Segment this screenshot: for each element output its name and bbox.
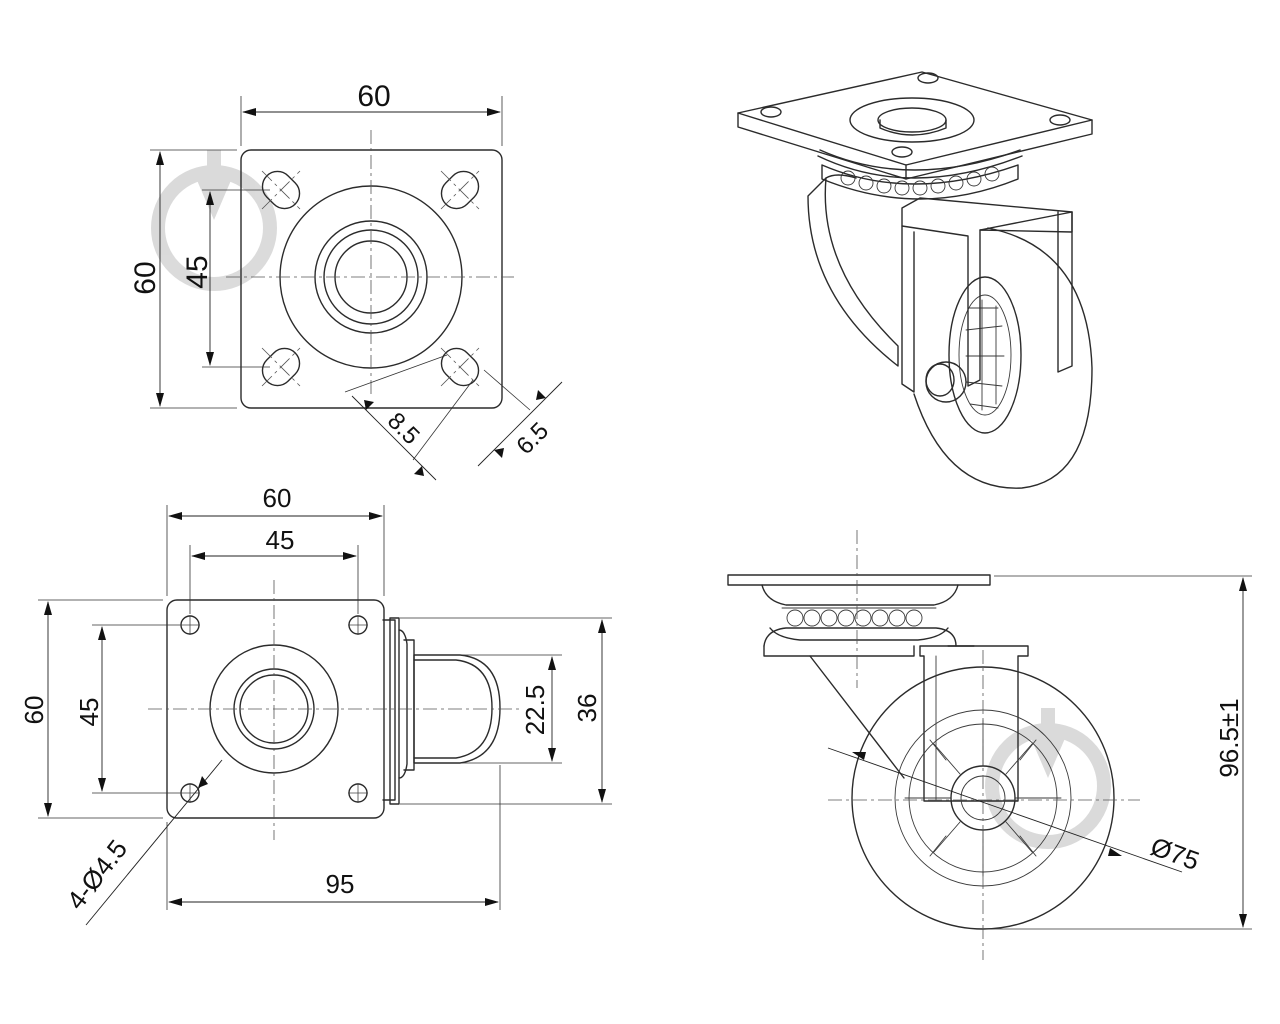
hole-leader-line xyxy=(85,759,223,926)
iso-top-plate xyxy=(737,71,1093,166)
hole-callout-label: 4-Ø4.5 xyxy=(61,834,134,915)
top-plate-view: 60 60 45 8.5 6.5 xyxy=(129,80,563,481)
plate-bottom-view: 60 45 60 45 4-Ø4.5 22.5 36 95 xyxy=(19,483,612,926)
length-label: 95 xyxy=(326,869,355,899)
total-height-label: 96.5±1 xyxy=(1214,698,1244,777)
top-width-label: 60 xyxy=(357,80,390,113)
watermark-logo-side xyxy=(985,708,1111,849)
plate-height-label: 60 xyxy=(19,696,49,725)
iso-wheel xyxy=(913,227,1093,489)
side-swivel-arm xyxy=(763,645,915,657)
iso-axle-bolt xyxy=(925,361,967,403)
slot-top-left xyxy=(261,170,301,210)
side-top-plate xyxy=(727,574,991,586)
plate-width-label: 60 xyxy=(263,483,292,513)
side-fork xyxy=(919,645,1029,802)
wheel-diameter-label: Ø75 xyxy=(1147,831,1203,876)
wheel-diameter-leader xyxy=(827,747,1183,873)
fork-width-label: 36 xyxy=(572,694,602,723)
slot-width-dim-line xyxy=(477,381,563,467)
slot-bottom-right xyxy=(440,347,480,387)
slot-length-label: 8.5 xyxy=(382,407,425,450)
watermark-logo-top xyxy=(151,150,277,291)
top-height-label: 60 xyxy=(129,261,162,294)
mount-holes xyxy=(180,615,368,803)
slot-bottom-left xyxy=(261,347,301,387)
top-hole-spacing-label: 45 xyxy=(181,255,214,288)
wheel-width-label: 22.5 xyxy=(520,685,550,736)
plate-hole-spacing-x-label: 45 xyxy=(266,525,295,555)
top-plate-outline xyxy=(240,149,503,409)
slot-top-right xyxy=(440,170,480,210)
fork-silhouette xyxy=(382,619,396,801)
slot-width-label: 6.5 xyxy=(511,417,554,460)
iso-fork xyxy=(807,177,899,367)
side-view: Ø75 96.5±1 xyxy=(727,530,1252,960)
plate-hole-spacing-y-label: 45 xyxy=(74,698,104,727)
wheel-silhouette xyxy=(413,654,501,764)
isometric-view xyxy=(737,71,1093,489)
iso-bearing-race xyxy=(821,164,1019,200)
